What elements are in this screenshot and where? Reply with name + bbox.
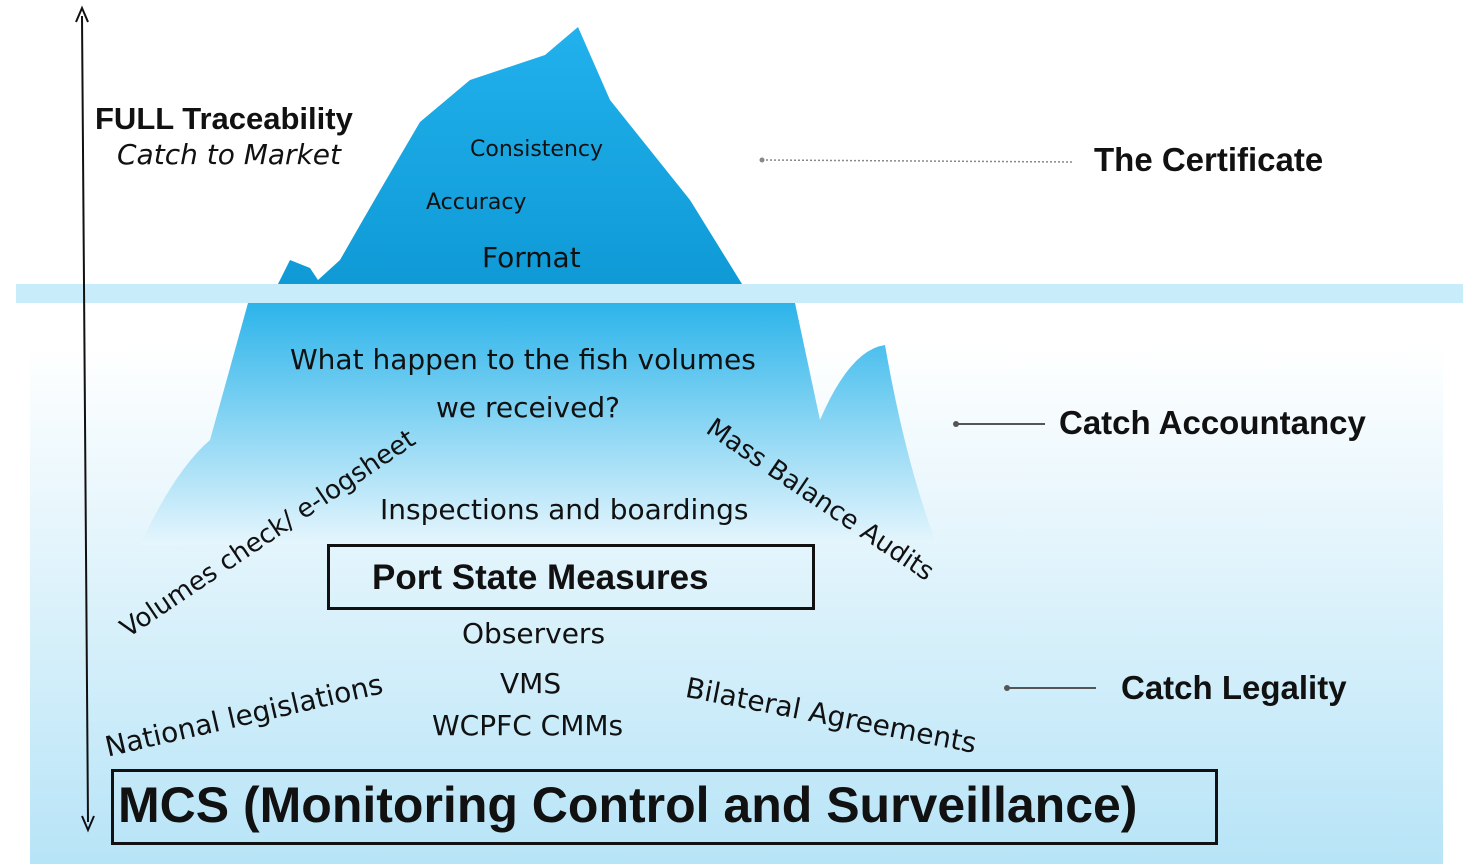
- traceability-title: FULL Traceability: [95, 101, 353, 136]
- traceability-arrow-head-bottom: [81, 815, 95, 833]
- inspections-label: Inspections and boardings: [380, 493, 749, 526]
- port-state-label: Port State Measures: [372, 558, 709, 597]
- observers-label: Observers: [462, 617, 606, 650]
- level-catch-accountancy: Catch Accountancy: [1059, 404, 1366, 441]
- iceberg-tip: [278, 27, 742, 284]
- legality-connector-dot: [1004, 685, 1010, 691]
- mcs-box: [111, 769, 1218, 845]
- tip-item-format: Format: [482, 241, 581, 274]
- certificate-connector: [761, 159, 1073, 163]
- level-catch-legality: Catch Legality: [1121, 669, 1347, 706]
- traceability-arrow-shaft: [81, 15, 89, 823]
- waterline: [16, 284, 1463, 303]
- fish-volumes-question-line1: What happen to the fish volumes: [290, 343, 756, 376]
- vms-label: VMS: [500, 667, 562, 700]
- fish-volumes-question-line2: we received?: [436, 391, 620, 424]
- tip-item-accuracy: Accuracy: [426, 190, 527, 215]
- wcpfc-label: WCPFC CMMs: [432, 709, 624, 742]
- traceability-subtitle: Catch to Market: [117, 138, 341, 171]
- port-state-box: [327, 544, 815, 610]
- iceberg-underwater: [140, 303, 935, 545]
- level-certificate: The Certificate: [1094, 141, 1324, 178]
- accountancy-connector-dot: [953, 421, 959, 427]
- certificate-connector-dot: [759, 157, 765, 163]
- tip-item-consistency: Consistency: [470, 137, 604, 162]
- mcs-label: MCS (Monitoring Control and Surveillance…: [118, 777, 1138, 833]
- traceability-arrow-head-top: [75, 5, 89, 23]
